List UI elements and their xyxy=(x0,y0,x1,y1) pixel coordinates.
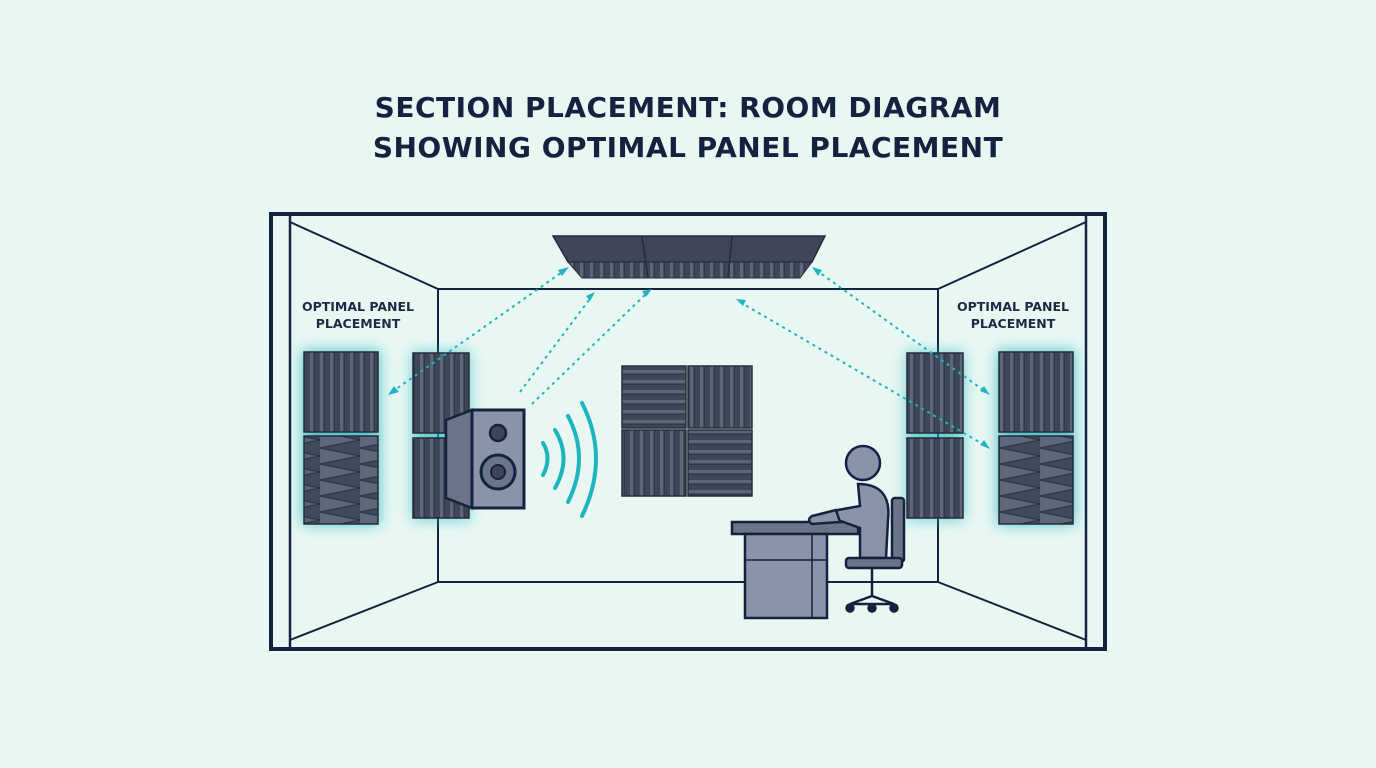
left-label-line-1: OPTIMAL PANEL xyxy=(301,299,415,314)
chair-icon xyxy=(844,496,906,613)
desk-icon xyxy=(730,520,860,620)
arrow-heads xyxy=(388,267,990,449)
title-line-1: SECTION PLACEMENT: ROOM DIAGRAM xyxy=(374,91,1002,124)
title-line-2: SHOWING OPTIMAL PANEL PLACEMENT xyxy=(372,131,1004,164)
back-wall-panel xyxy=(621,365,753,497)
speaker-icon xyxy=(444,408,526,510)
person-icon xyxy=(807,444,890,560)
right-label-line-1: OPTIMAL PANEL xyxy=(956,299,1070,314)
right-panel-label: OPTIMAL PANEL PLACEMENT xyxy=(938,298,1088,332)
diagram-title: SECTION PLACEMENT: ROOM DIAGRAM SHOWING … xyxy=(0,88,1376,168)
right-outer-panel xyxy=(997,350,1075,525)
right-label-line-2: PLACEMENT xyxy=(970,316,1056,331)
ceiling-panel xyxy=(551,235,827,279)
sound-wave-icon xyxy=(541,401,598,518)
reflection-arrows xyxy=(391,269,987,447)
left-panel-label: OPTIMAL PANEL PLACEMENT xyxy=(283,298,433,332)
right-inner-panel xyxy=(906,352,964,520)
left-outer-panel xyxy=(302,350,380,525)
left-label-line-2: PLACEMENT xyxy=(315,316,401,331)
